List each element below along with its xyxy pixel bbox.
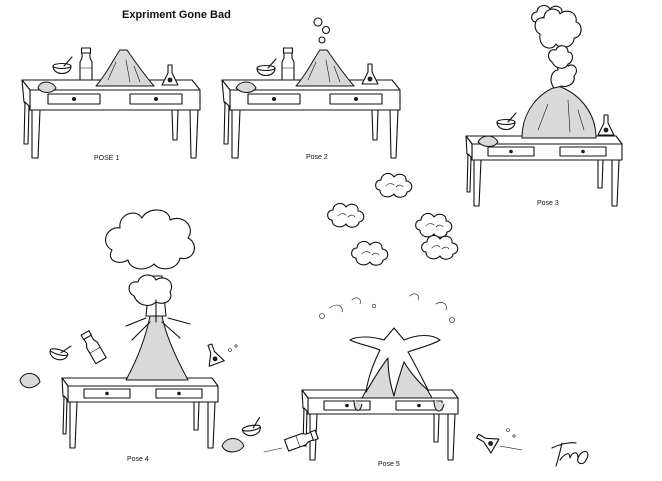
pose3-illustration — [465, 4, 623, 207]
pose2-volcano — [295, 49, 355, 87]
pose3-label: Pose 3 — [537, 200, 559, 207]
pose4-illustration — [19, 209, 238, 449]
pose4-volcano — [125, 315, 189, 381]
pose1-illustration — [21, 47, 201, 159]
pose2-illustration — [221, 17, 401, 159]
artist-signature — [551, 442, 589, 467]
pose1-label: POSE 1 — [94, 155, 120, 162]
pose5-label: Pose 5 — [378, 461, 400, 468]
floating-clouds — [327, 172, 459, 266]
pose2-label: Pose 2 — [306, 154, 328, 161]
pose5-illustration — [221, 293, 523, 461]
pose4-label: Pose 4 — [127, 456, 149, 463]
pose3-volcano — [521, 85, 597, 139]
sheet-title: Expriment Gone Bad — [122, 9, 231, 21]
pose1-volcano — [95, 49, 155, 87]
